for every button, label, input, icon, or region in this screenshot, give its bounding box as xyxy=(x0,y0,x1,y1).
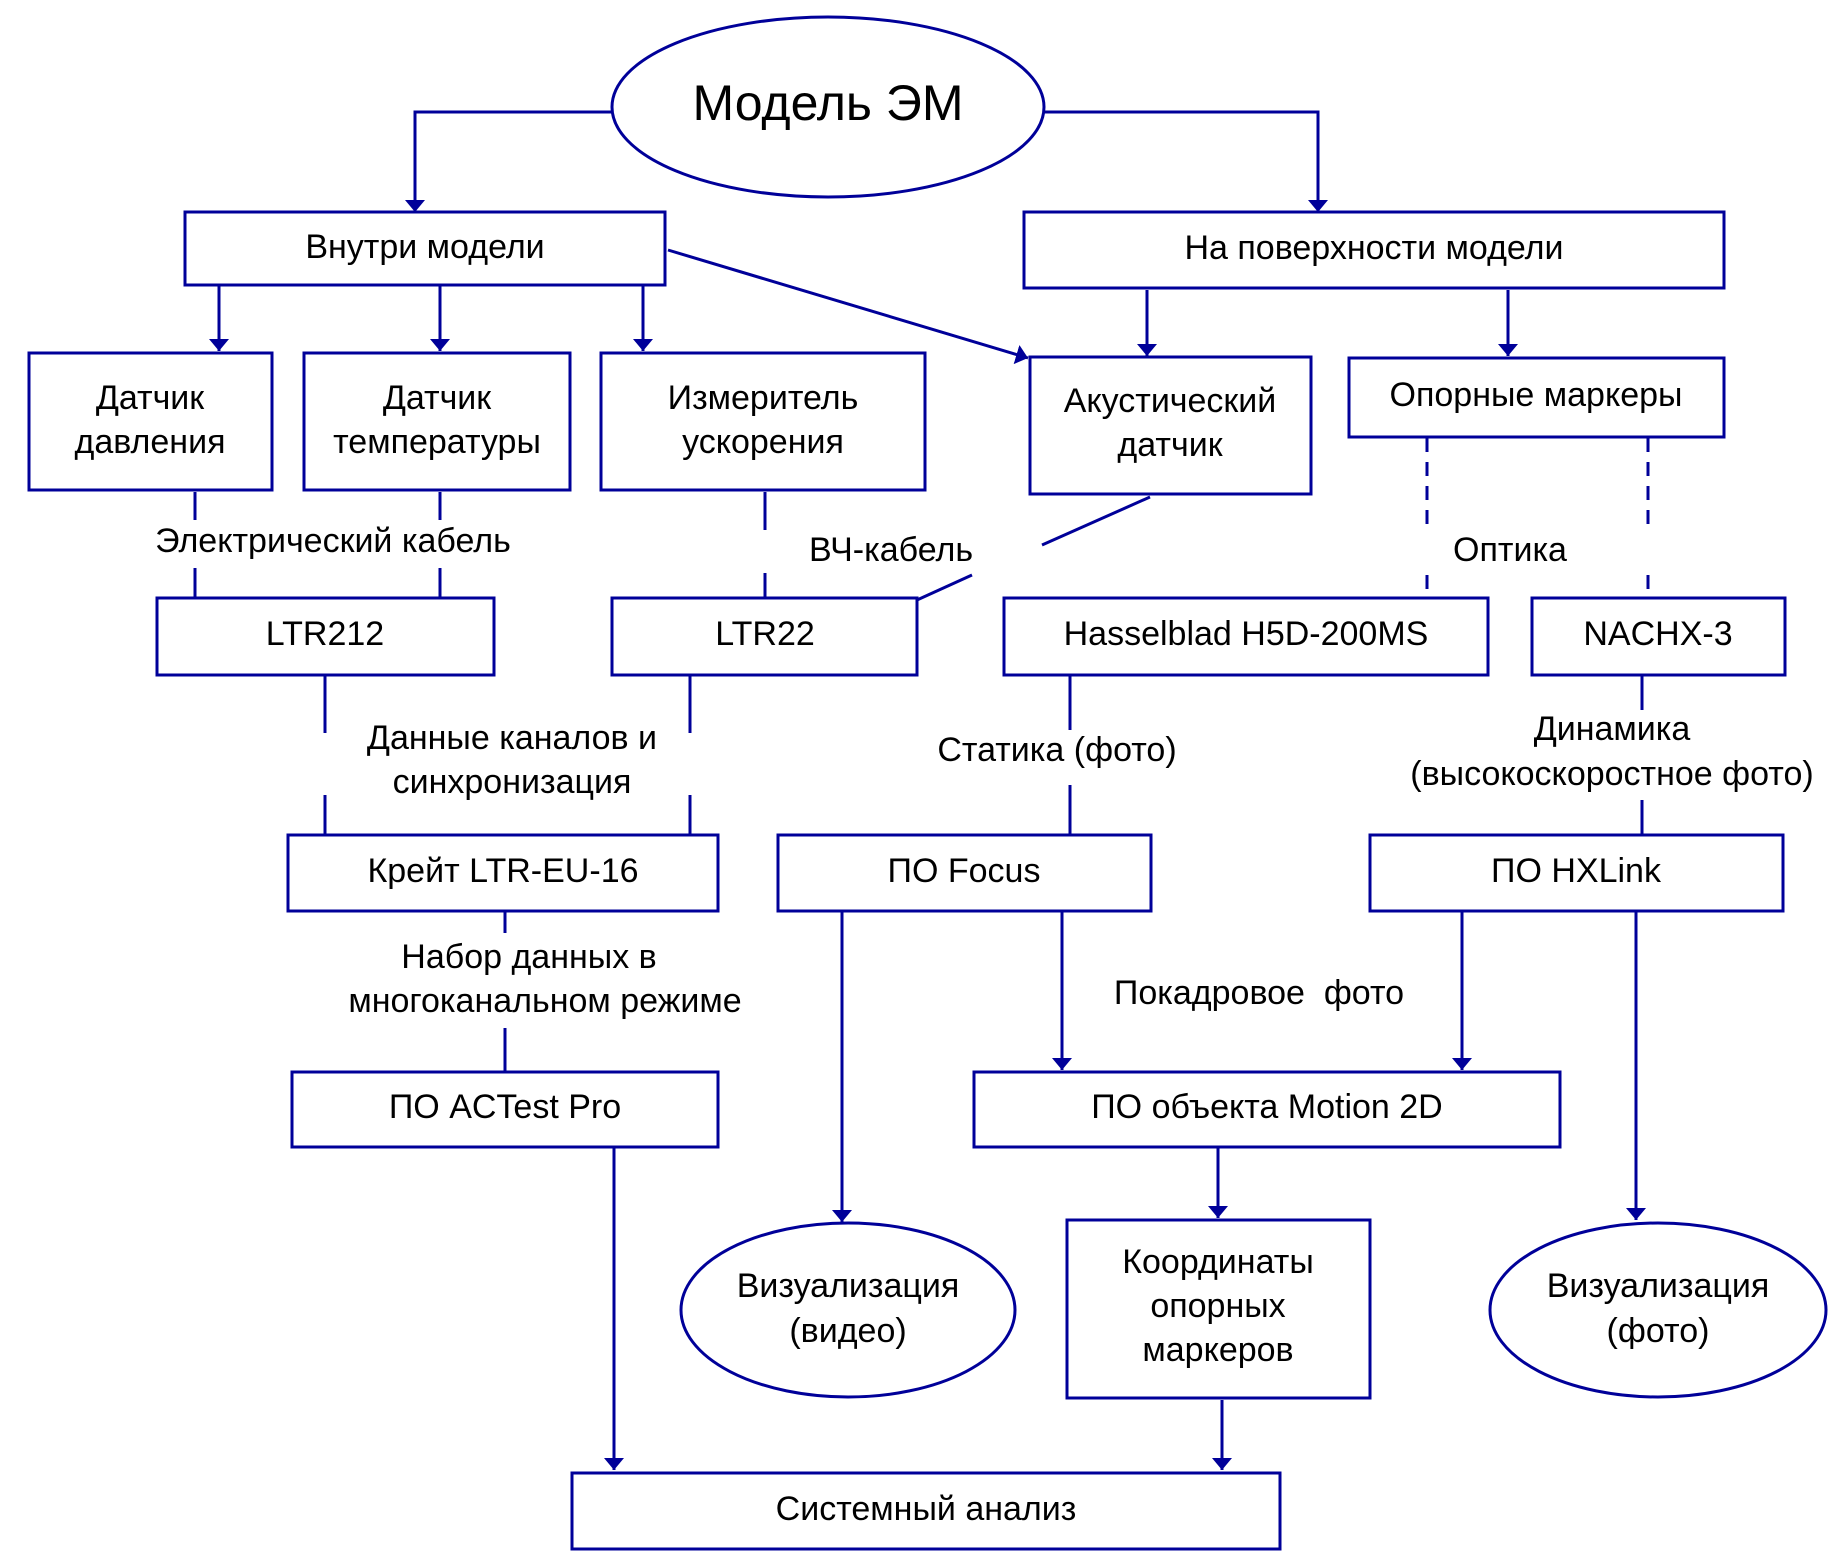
node-ltr212-label: LTR212 xyxy=(266,615,384,653)
node-hasselblad: Hasselblad H5D-200MS xyxy=(1002,596,1490,677)
node-po-focus-label: ПО Focus xyxy=(888,852,1041,890)
node-crate: Крейт LTR-EU-16 xyxy=(286,833,720,913)
node-temperature-sensor: Датчик температуры xyxy=(302,351,572,492)
edge-labels: Электрический кабель ВЧ-кабель Оптика Да… xyxy=(155,522,1814,1020)
node-po-hxlink: ПО HXLink xyxy=(1368,833,1785,913)
label-statics: Статика (фото) xyxy=(937,731,1176,769)
node-marker-coords: Координаты опорных маркеров xyxy=(1065,1218,1372,1400)
node-vis-video: Визуализация (видео) xyxy=(679,1221,1017,1399)
line-acoustic-hf-bottom xyxy=(916,573,973,602)
nodes: Модель ЭМ Внутри модели На поверхности м… xyxy=(27,15,1828,1551)
line-acoustic-hf-top xyxy=(1041,495,1151,547)
node-ltr22-label: LTR22 xyxy=(715,615,815,653)
arrow-model-to-inside xyxy=(405,110,612,212)
node-hasselblad-label: Hasselblad H5D-200MS xyxy=(1064,615,1429,653)
node-acoustic-sensor-line-1: Акустический xyxy=(1064,382,1277,420)
node-po-motion: ПО объекта Motion 2D xyxy=(972,1070,1562,1149)
node-marker-coords-line-3: маркеров xyxy=(1142,1331,1293,1369)
node-acoustic-sensor-line-2: датчик xyxy=(1117,426,1223,464)
node-inside-model: Внутри модели xyxy=(183,210,667,287)
node-acoustic-sensor: Акустический датчик xyxy=(1028,355,1313,496)
node-nachx: NACHX-3 xyxy=(1530,596,1787,677)
label-dynamics-line-1: Динамика xyxy=(1534,710,1691,748)
node-vis-photo-line-2: (фото) xyxy=(1607,1312,1710,1350)
node-system-analysis: Системный анализ xyxy=(570,1471,1282,1551)
node-acceleration-meter: Измеритель ускорения xyxy=(599,351,927,492)
label-channel-data-line-1: Данные каналов и xyxy=(367,719,657,757)
node-inside-model-label: Внутри модели xyxy=(305,228,544,266)
node-acceleration-meter-line-2: ускорения xyxy=(682,423,844,461)
label-optics: Оптика xyxy=(1453,531,1567,569)
node-surface-model: На поверхности модели xyxy=(1022,210,1726,290)
node-nachx-label: NACHX-3 xyxy=(1583,615,1732,653)
node-surface-model-label: На поверхности модели xyxy=(1184,229,1563,267)
node-vis-video-line-2: (видео) xyxy=(789,1312,906,1350)
node-po-focus: ПО Focus xyxy=(776,833,1153,913)
node-pressure-sensor-line-2: давления xyxy=(75,423,226,461)
node-marker-coords-line-2: опорных xyxy=(1150,1287,1285,1325)
arrow-model-to-surface xyxy=(1045,110,1328,212)
node-temperature-sensor-line-1: Датчик xyxy=(383,379,492,417)
node-reference-markers: Опорные маркеры xyxy=(1347,356,1726,439)
node-po-hxlink-label: ПО HXLink xyxy=(1491,852,1662,890)
node-reference-markers-label: Опорные маркеры xyxy=(1390,376,1683,414)
node-vis-photo-line-1: Визуализация xyxy=(1547,1267,1770,1305)
node-temperature-sensor-line-2: температуры xyxy=(333,423,541,461)
node-po-actest: ПО ACTest Pro xyxy=(290,1070,720,1149)
node-crate-label: Крейт LTR-EU-16 xyxy=(367,852,638,890)
node-vis-video-line-1: Визуализация xyxy=(737,1267,960,1305)
arrow-inside-to-acoustic xyxy=(667,248,1029,365)
node-model-em-label: Модель ЭМ xyxy=(693,75,964,131)
node-ltr212: LTR212 xyxy=(155,596,496,677)
node-pressure-sensor-line-1: Датчик xyxy=(96,379,205,417)
node-vis-photo: Визуализация (фото) xyxy=(1488,1221,1828,1399)
label-electric-cable: Электрический кабель xyxy=(155,522,511,560)
label-channel-data-line-2: синхронизация xyxy=(393,763,632,801)
label-multichannel-line-1: Набор данных в xyxy=(401,938,656,976)
node-po-actest-label: ПО ACTest Pro xyxy=(389,1088,621,1126)
label-hf-cable: ВЧ-кабель xyxy=(809,531,973,569)
node-pressure-sensor: Датчик давления xyxy=(27,351,274,492)
connectors xyxy=(193,110,1650,1470)
node-po-motion-label: ПО объекта Motion 2D xyxy=(1091,1088,1443,1126)
node-ltr22: LTR22 xyxy=(610,596,919,677)
node-system-analysis-label: Системный анализ xyxy=(776,1490,1077,1528)
label-multichannel-line-2: многоканальном режиме xyxy=(348,982,741,1020)
label-frame-photo: Покадровое фото xyxy=(1114,974,1404,1012)
label-dynamics-line-2: (высокоскоростное фото) xyxy=(1410,755,1813,793)
node-marker-coords-line-1: Координаты xyxy=(1122,1243,1314,1281)
node-model-em: Модель ЭМ xyxy=(610,15,1046,199)
node-acceleration-meter-line-1: Измеритель xyxy=(668,379,859,417)
